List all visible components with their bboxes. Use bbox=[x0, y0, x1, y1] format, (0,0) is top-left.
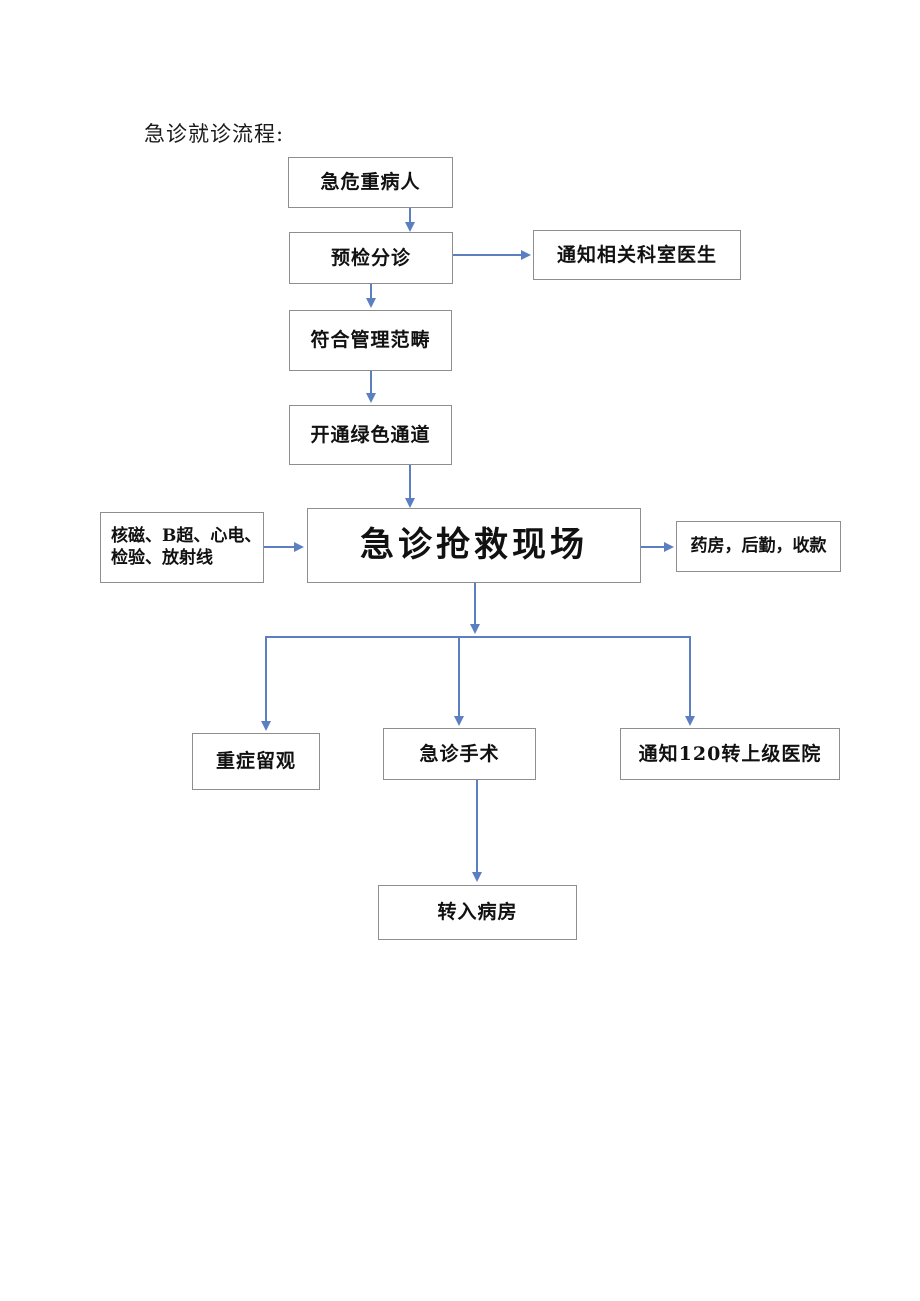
node-emergency-rescue-site[interactable]: 急诊抢救现场 bbox=[307, 508, 641, 583]
node-label: 开通绿色通道 bbox=[310, 423, 431, 446]
arrowhead-rescue-to-support bbox=[664, 542, 674, 552]
arrowhead-triage-to-notify-dept bbox=[521, 250, 531, 260]
connector-triage-to-scope bbox=[370, 284, 372, 300]
node-label: 符合管理范畴 bbox=[310, 329, 431, 352]
node-label: 核磁、B超、心电、 检验、放射线 bbox=[111, 525, 262, 568]
node-transfer-to-ward[interactable]: 转入病房 bbox=[378, 885, 577, 940]
node-label: 通知相关科室医生 bbox=[556, 243, 717, 266]
node-label: 急危重病人 bbox=[320, 171, 421, 194]
node-label: 通知120转上级医院 bbox=[638, 742, 822, 765]
node-pre-examination-triage[interactable]: 预检分诊 bbox=[289, 232, 453, 284]
node-meets-management-scope[interactable]: 符合管理范畴 bbox=[289, 310, 452, 371]
node-open-green-channel[interactable]: 开通绿色通道 bbox=[289, 405, 452, 465]
arrowhead-triage-to-scope bbox=[366, 298, 376, 308]
arrowhead-branch-to-surgery bbox=[454, 716, 464, 726]
node-emergency-critical-patient[interactable]: 急危重病人 bbox=[288, 157, 453, 208]
node-label: 转入病房 bbox=[437, 901, 518, 924]
connector-scope-to-green-channel bbox=[370, 371, 372, 393]
arrowhead-surgery-to-ward bbox=[472, 872, 482, 882]
connector-surgery-to-ward bbox=[476, 780, 478, 873]
arrowhead-patient-to-triage bbox=[405, 222, 415, 232]
node-notify-related-department-doctor[interactable]: 通知相关科室医生 bbox=[533, 230, 741, 280]
arrowhead-branch-to-transfer-120 bbox=[685, 716, 695, 726]
node-notify-120-transfer-higher-hospital[interactable]: 通知120转上级医院 bbox=[620, 728, 840, 780]
node-diagnostic-exams[interactable]: 核磁、B超、心电、 检验、放射线 bbox=[100, 512, 264, 583]
arrowhead-green-channel-to-rescue bbox=[405, 498, 415, 508]
arrowhead-branch-to-icu-obs bbox=[261, 721, 271, 731]
connector-green-channel-to-rescue bbox=[409, 465, 411, 498]
node-label: 预检分诊 bbox=[330, 246, 411, 269]
connector-branch-bus bbox=[265, 636, 691, 638]
connector-branch-to-icu-obs bbox=[265, 636, 267, 722]
connector-patient-to-triage bbox=[409, 208, 411, 224]
node-emergency-surgery[interactable]: 急诊手术 bbox=[383, 728, 536, 780]
connector-rescue-to-support bbox=[641, 546, 665, 548]
connector-branch-to-surgery bbox=[458, 636, 460, 717]
node-pharmacy-logistics-cashier[interactable]: 药房，后勤，收款 bbox=[676, 521, 841, 572]
node-label: 急诊抢救现场 bbox=[360, 524, 588, 565]
arrowhead-rescue-branch-trunk bbox=[470, 624, 480, 634]
page-title: 急诊就诊流程: bbox=[144, 122, 285, 146]
node-label: 急诊手术 bbox=[419, 742, 500, 765]
node-label: 重症留观 bbox=[215, 750, 296, 773]
node-label: 药房，后勤，收款 bbox=[690, 535, 827, 556]
connector-triage-to-notify-dept bbox=[453, 254, 523, 256]
connector-branch-to-transfer-120 bbox=[689, 636, 691, 717]
arrowhead-exams-to-rescue bbox=[294, 542, 304, 552]
arrowhead-scope-to-green-channel bbox=[366, 393, 376, 403]
node-critical-care-observation[interactable]: 重症留观 bbox=[192, 733, 320, 790]
connector-rescue-branch-trunk bbox=[474, 583, 476, 625]
connector-exams-to-rescue bbox=[264, 546, 296, 548]
